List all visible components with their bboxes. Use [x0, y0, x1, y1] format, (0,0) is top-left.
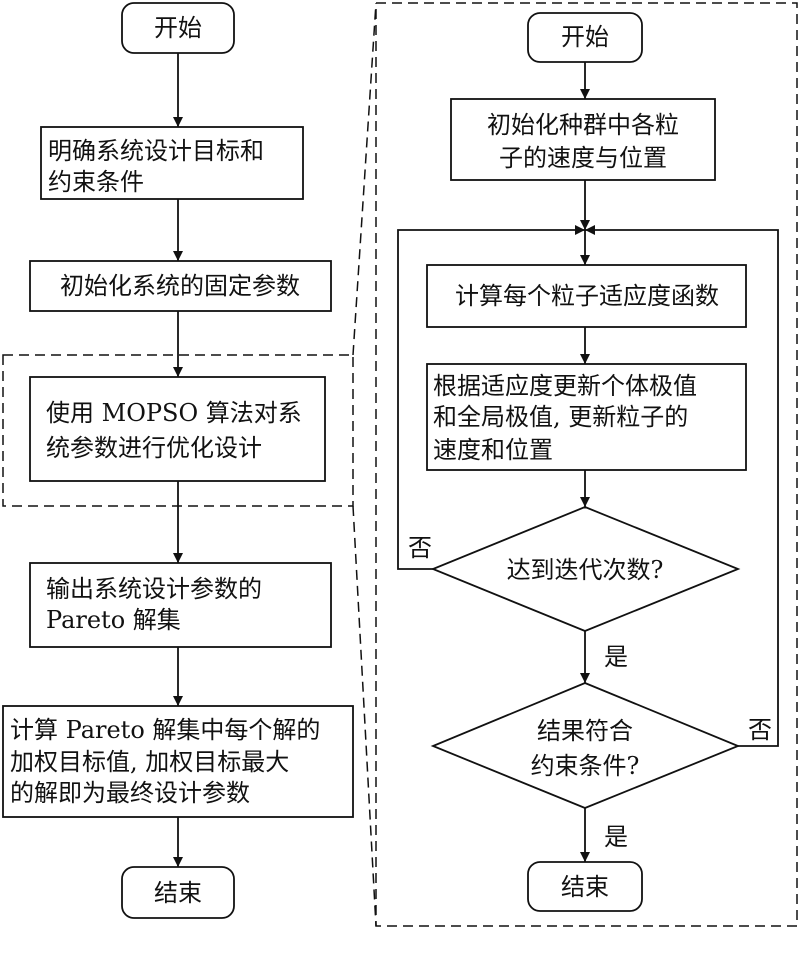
right-fitness-box [426, 264, 747, 328]
loop-iter-no [397, 225, 585, 570]
loop-constraint-no [585, 225, 779, 747]
right-fitness-label: 计算每个粒子适应度函数 [455, 282, 719, 310]
right-init-line1: 初始化种群中各粒 [487, 111, 679, 139]
left-step5-line1: 计算 Pareto 解集中每个解的 [10, 716, 320, 744]
left-step4-box [29, 562, 332, 648]
label-yes-iter: 是 [604, 643, 628, 671]
zoom-line-bottom [352, 505, 377, 927]
left-step5-box [2, 705, 354, 818]
left-texts: 开始 明确系统设计目标和 约束条件 初始化系统的固定参数 使用 MOPSO 算法… [10, 14, 320, 907]
right-init-box [450, 98, 716, 181]
left-step2-box [29, 260, 332, 312]
left-flow [2, 2, 354, 919]
right-update-line3: 速度和位置 [433, 436, 553, 464]
right-connectors [397, 62, 779, 862]
right-dashed-box [375, 2, 798, 927]
left-step3-box [29, 376, 326, 482]
left-step3-line2: 统参数进行优化设计 [46, 434, 262, 462]
label-no-iter: 否 [408, 534, 432, 562]
left-step1-line1: 明确系统设计目标和 [48, 137, 264, 165]
left-step1-box [40, 126, 304, 200]
right-init-line2: 子的速度与位置 [499, 144, 667, 172]
left-step5-line2: 加权目标值, 加权目标最大 [10, 748, 289, 776]
right-update-box [426, 363, 747, 471]
right-update-line1: 根据适应度更新个体极值 [433, 372, 697, 400]
right-constraint-decision [430, 682, 741, 809]
left-step4-line2: Pareto 解集 [46, 606, 181, 634]
zoom-line-top [352, 2, 377, 356]
right-flow [426, 12, 747, 912]
left-step5-line3: 的解即为最终设计参数 [10, 779, 250, 807]
right-update-line2: 和全局极值, 更新粒子的 [433, 403, 688, 431]
left-step3-line1: 使用 MOPSO 算法对系 [46, 399, 302, 427]
label-yes-constraint: 是 [604, 823, 628, 851]
label-no-constraint: 否 [748, 716, 772, 744]
right-constraint-line2: 约束条件? [531, 752, 640, 780]
left-step4-line1: 输出系统设计参数的 [46, 575, 262, 603]
left-step1-line2: 约束条件 [48, 168, 144, 196]
right-iter-label: 达到迭代次数? [507, 556, 664, 584]
right-end-label: 结束 [561, 873, 609, 901]
right-constraint-line1: 结果符合 [537, 717, 633, 745]
left-step2-label: 初始化系统的固定参数 [60, 272, 300, 300]
right-texts: 开始 初始化种群中各粒 子的速度与位置 计算每个粒子适应度函数 根据适应度更新个… [408, 23, 772, 901]
left-start-label: 开始 [154, 14, 202, 42]
right-start-label: 开始 [561, 23, 609, 51]
left-end-label: 结束 [154, 879, 202, 907]
